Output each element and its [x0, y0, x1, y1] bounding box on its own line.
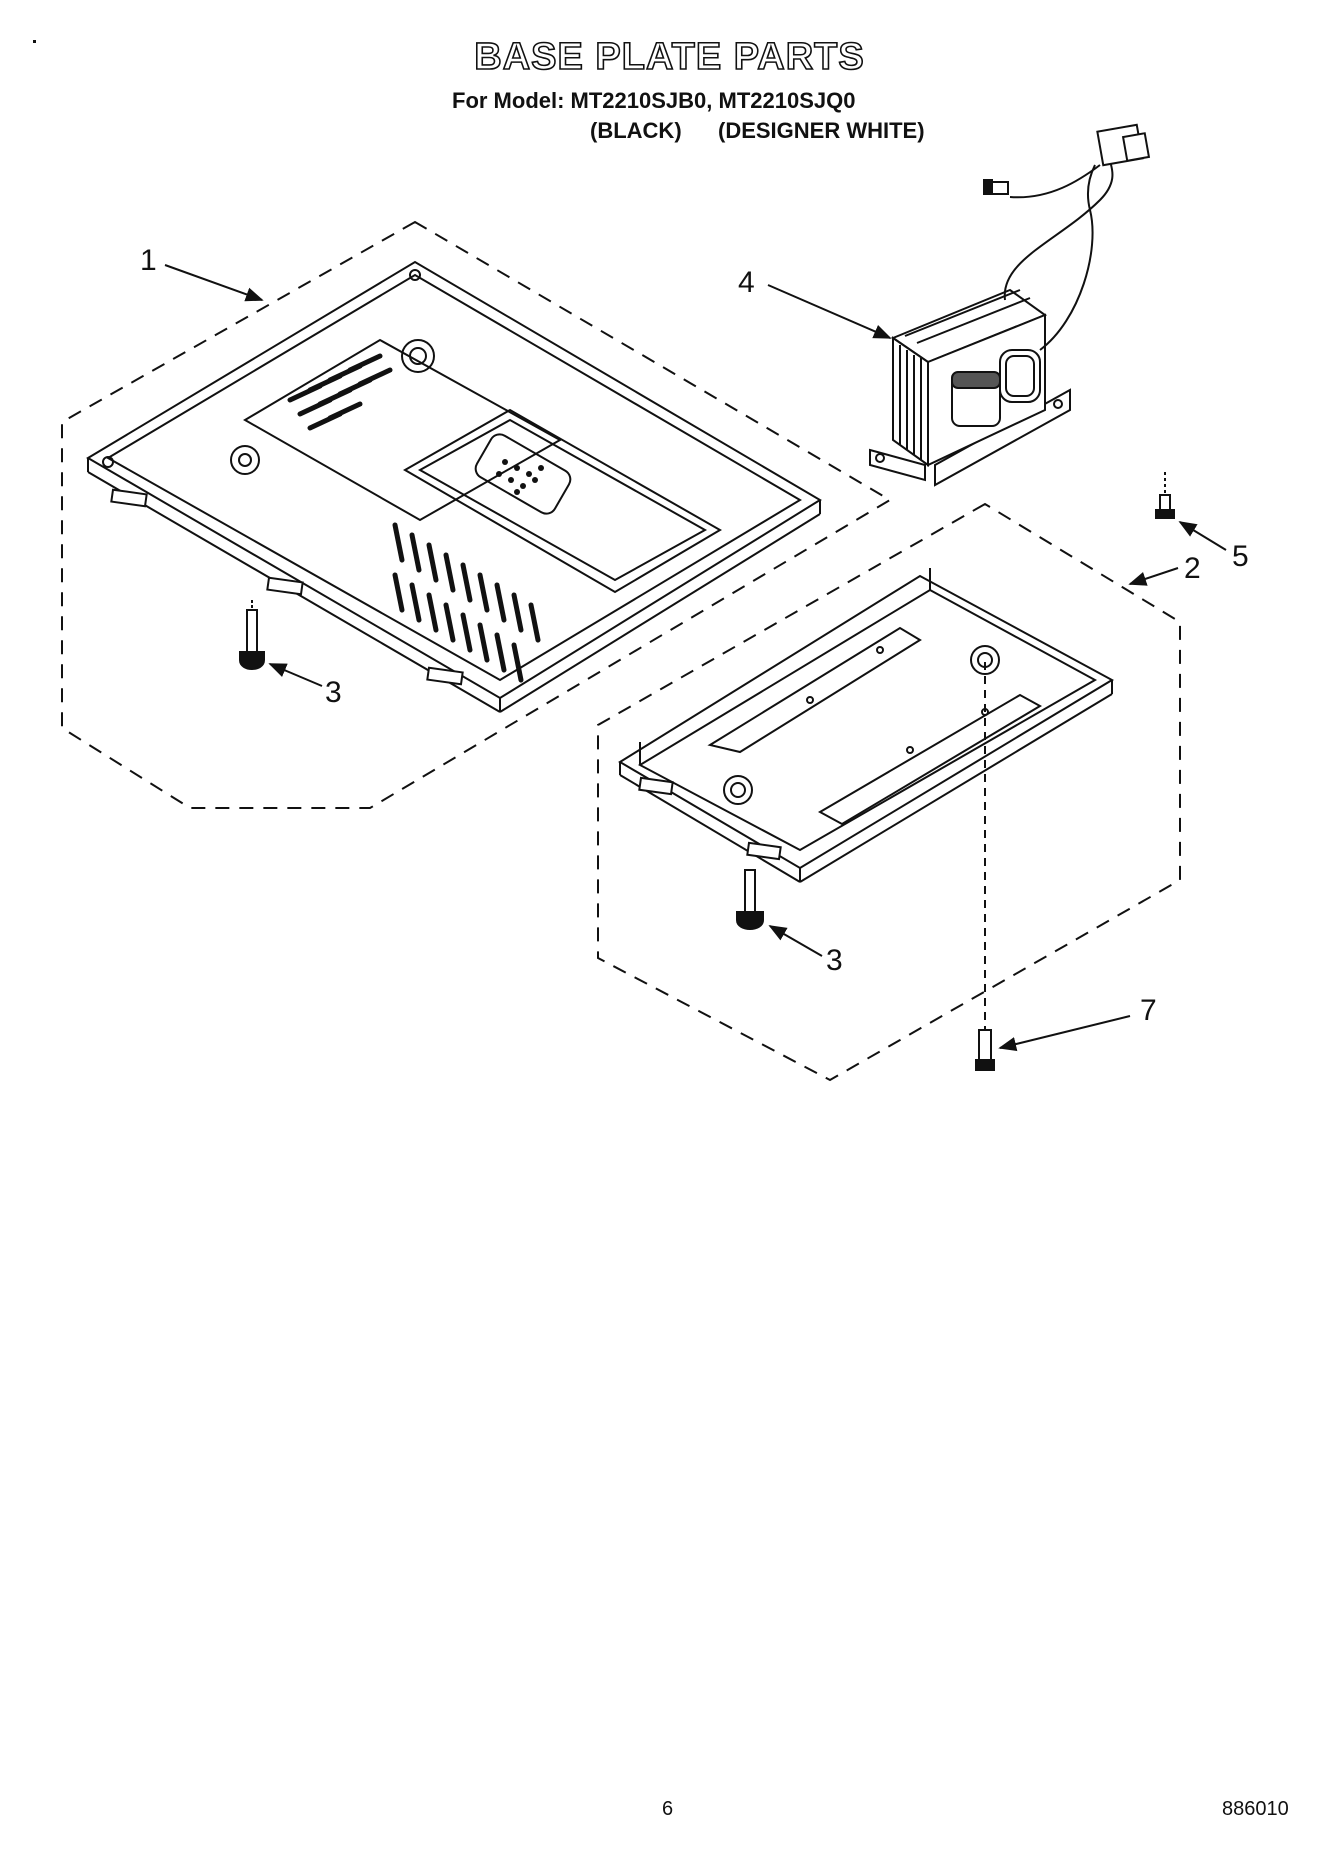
document-number: 886010 — [1222, 1798, 1289, 1820]
screw-part5 — [1155, 472, 1175, 519]
callout-leaders — [164, 264, 1227, 1052]
variant-designer-white: (DESIGNER WHITE) — [718, 118, 925, 143]
transformer — [869, 123, 1151, 487]
variant-black: (BLACK) — [590, 118, 682, 143]
screw-part7 — [975, 662, 995, 1071]
model-line: For Model: MT2210SJB0, MT2210SJQ0 — [452, 88, 856, 113]
vent-slots-side — [392, 522, 541, 683]
callout-4: 4 — [738, 266, 755, 299]
callout-3-right: 3 — [826, 944, 843, 977]
callout-2: 2 — [1184, 552, 1201, 585]
screw-part3-right — [736, 869, 764, 930]
screw-part3-left — [239, 600, 265, 670]
vent-grid-center — [496, 459, 544, 495]
base-plate-small — [618, 568, 1115, 883]
callout-5: 5 — [1232, 540, 1249, 573]
callout-3-left: 3 — [325, 676, 342, 709]
part-2-dashed-outline — [597, 502, 1181, 1082]
callout-7: 7 — [1140, 994, 1157, 1027]
page-number: 6 — [662, 1798, 674, 1820]
page-title: BASE PLATE PARTS — [473, 35, 865, 79]
callout-1: 1 — [140, 244, 157, 277]
stray-dot — [33, 40, 36, 43]
vent-slots-top — [287, 353, 393, 431]
base-plate-large — [86, 260, 822, 713]
